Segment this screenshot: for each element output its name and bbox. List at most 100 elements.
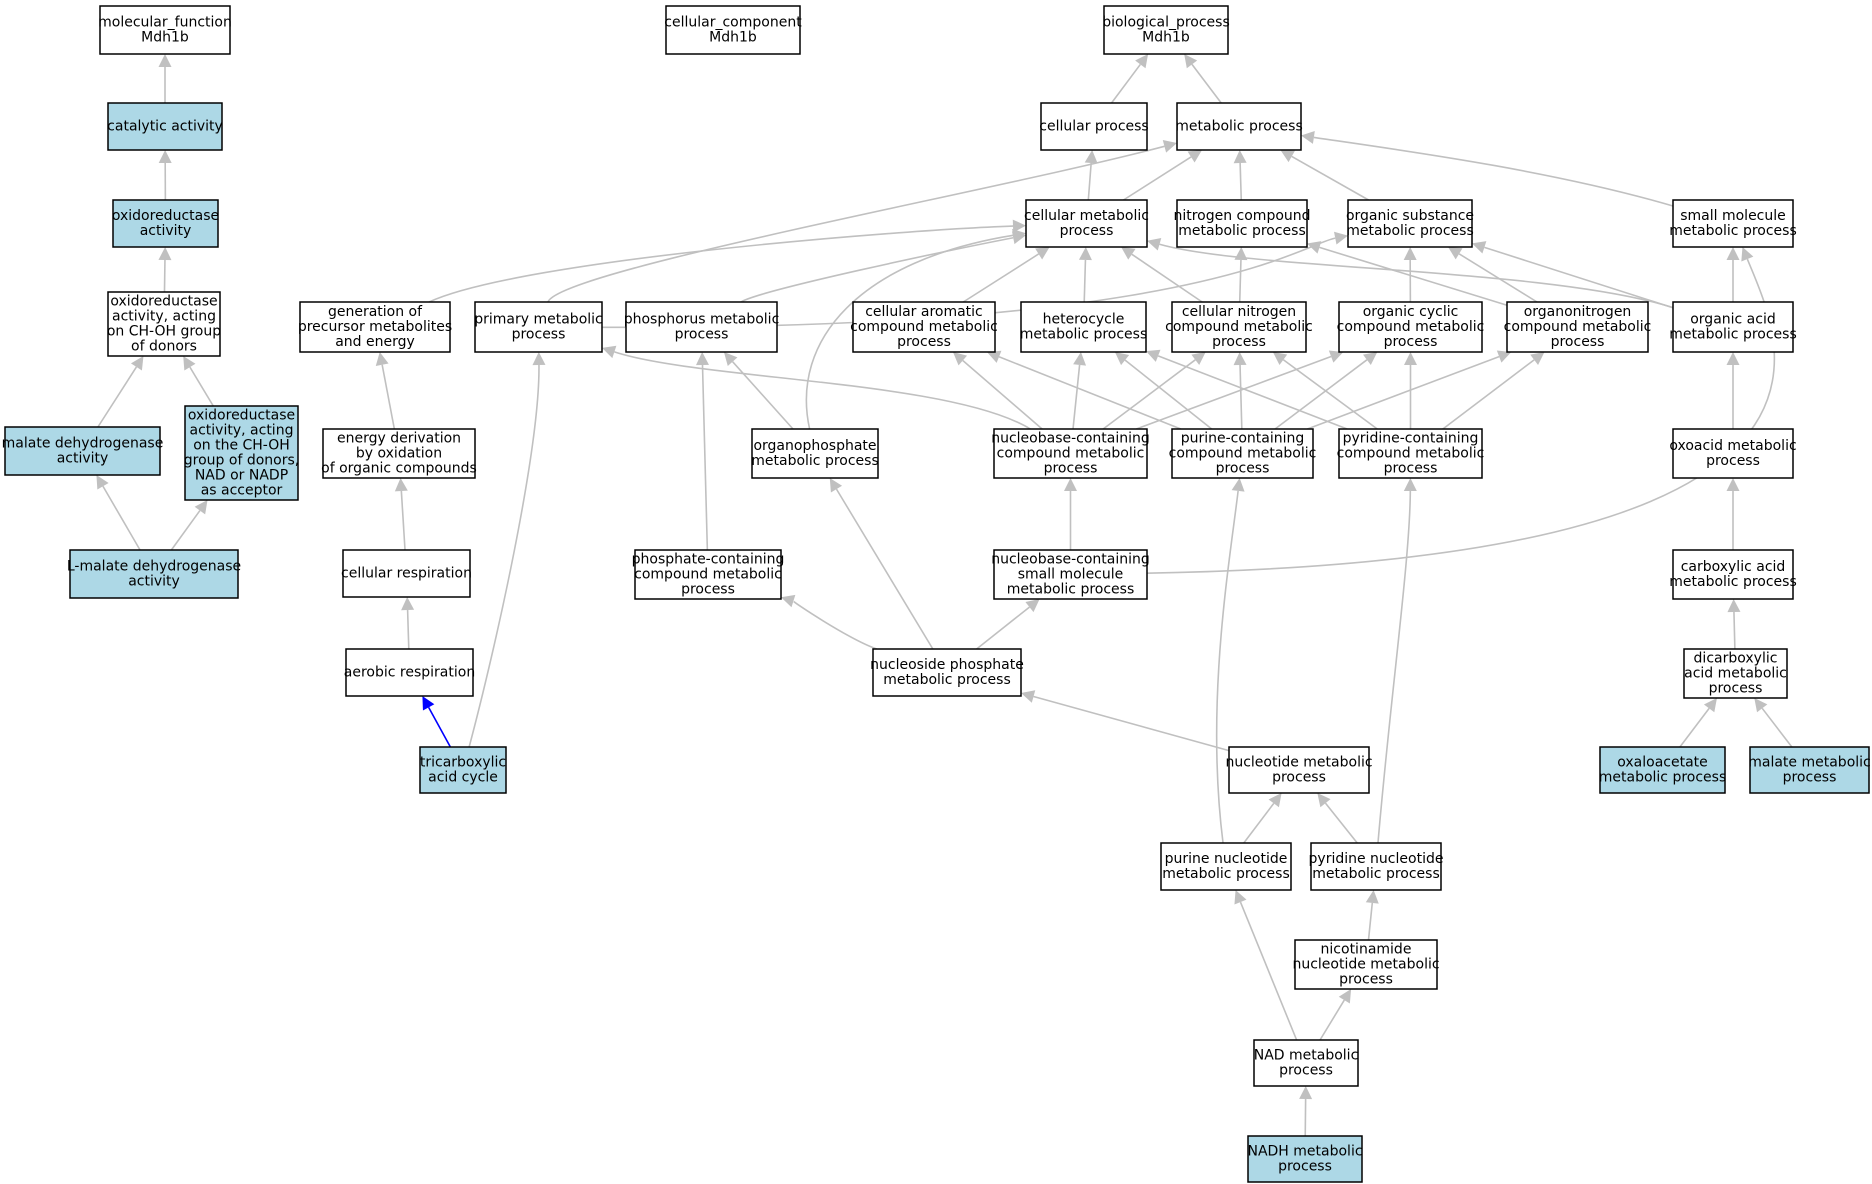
go-term-box[interactable] [4,426,161,476]
go-term-box[interactable] [1294,939,1438,990]
go-term-box[interactable] [852,301,996,353]
go-term-box[interactable] [1171,428,1314,479]
go-term-label-line: acid cycle [428,770,498,786]
go-term-box[interactable] [342,549,471,598]
go-term-box[interactable] [1749,746,1870,794]
go-term-box[interactable] [1247,1135,1363,1183]
go-term-box[interactable] [1683,648,1788,699]
go-term-box[interactable] [1672,199,1794,248]
go-term-box[interactable] [872,648,1022,697]
go-term-box[interactable] [1672,301,1794,353]
go-term-box[interactable] [993,549,1148,600]
arrowhead-pyccmp-to-hmp [1146,349,1161,362]
go-term-box[interactable] [69,549,239,599]
go-term-box[interactable] [1253,1039,1359,1087]
go-term-box[interactable] [1171,301,1307,353]
go-term-box[interactable] [345,648,474,697]
go-term-node-cat[interactable]: catalytic activity [107,102,223,151]
go-term-box[interactable] [1228,746,1370,794]
go-term-box[interactable] [419,746,507,794]
go-term-box[interactable] [1310,842,1442,891]
go-term-box[interactable] [665,5,801,55]
edge-pccmp-to-hmp [1124,359,1213,430]
go-term-box[interactable] [1176,199,1308,248]
go-term-box[interactable] [1025,199,1148,248]
go-term-box[interactable] [1672,428,1794,479]
edge-gpme-to-cmp [428,225,1014,303]
go-term-box[interactable] [1338,428,1483,479]
go-term-box[interactable] [625,301,778,353]
go-term-box[interactable] [99,5,231,55]
go-term-box[interactable] [184,405,299,501]
go-term-box[interactable] [1176,102,1302,151]
go-term-box[interactable] [1672,549,1794,600]
go-term-box[interactable] [112,199,219,248]
go-term-node-aresp[interactable]: aerobic respiration [344,648,475,697]
go-term-box[interactable] [1103,5,1229,55]
go-term-box[interactable] [1599,746,1726,794]
go-term-box[interactable] [474,301,603,353]
go-term-box[interactable] [1347,199,1473,248]
go-term-box[interactable] [107,291,221,357]
go-term-box[interactable] [1338,301,1483,353]
go-term-label-line: primary metabolic [474,312,603,328]
go-term-box[interactable] [751,428,879,479]
go-term-box[interactable] [322,428,476,479]
go-term-box[interactable] [1020,301,1147,353]
go-term-label-line: metabolic process [1178,223,1306,239]
go-term-box[interactable] [993,428,1148,479]
go-term-node-cellp[interactable]: cellular process [1039,102,1149,151]
go-term-box[interactable] [1160,842,1292,891]
go-term-box[interactable] [299,301,451,353]
go-term-box[interactable] [107,102,223,151]
edge-nspmp-to-nbcsm [976,606,1030,650]
go-term-label-line: of donors [131,339,197,355]
go-term-node-metp[interactable]: metabolic process [1175,102,1303,151]
go-term-node-cresp[interactable]: cellular respiration [341,549,472,598]
go-term-box[interactable] [634,549,782,600]
go-term-box[interactable] [1506,301,1649,353]
go-term-box[interactable] [1040,102,1148,151]
